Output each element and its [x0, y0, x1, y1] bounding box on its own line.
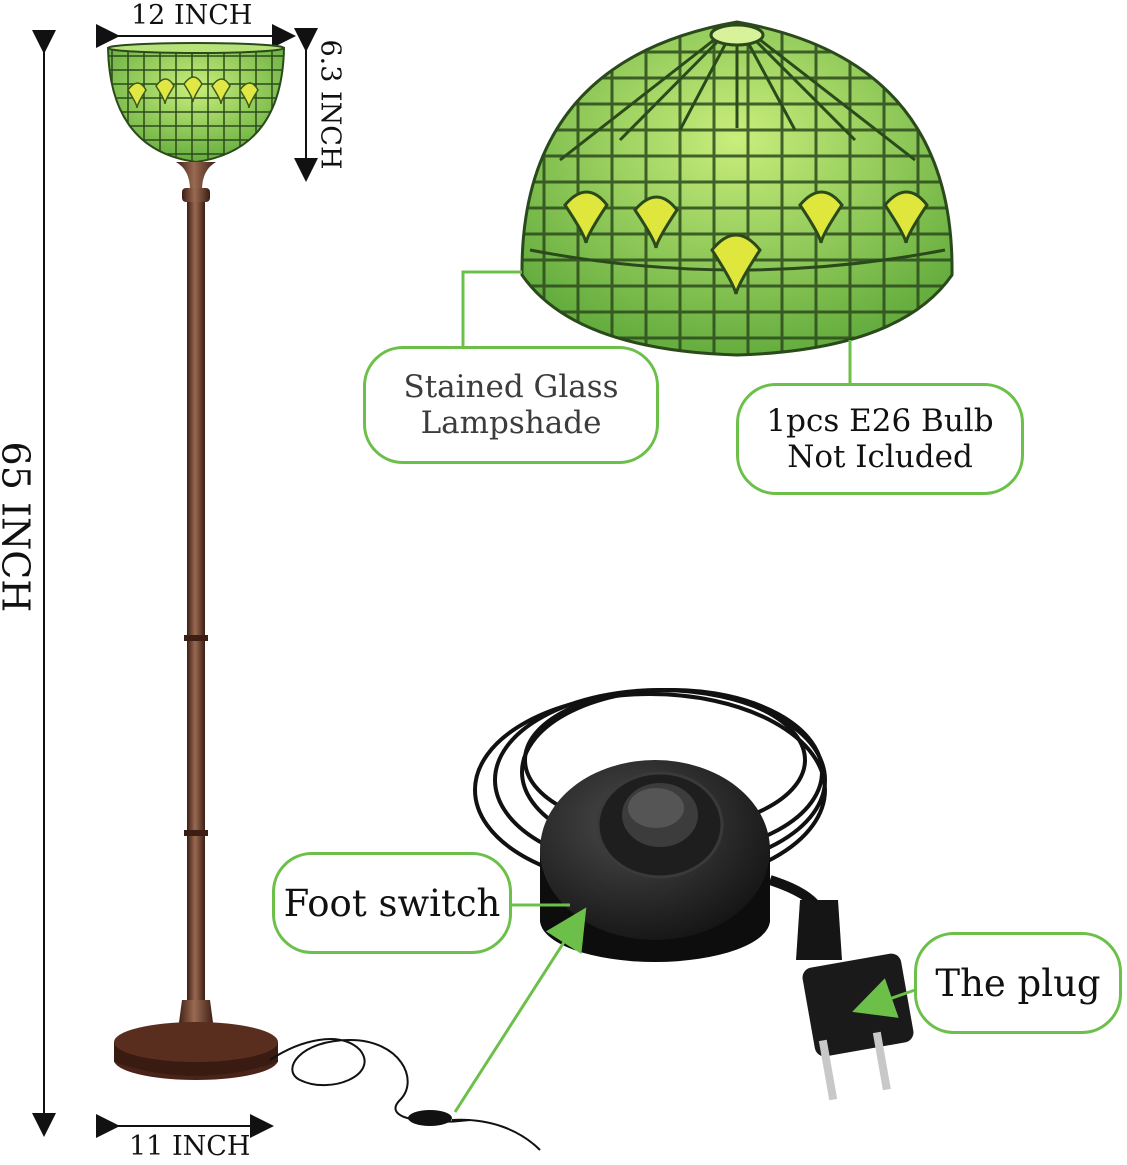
bulb-callout-line1: 1pcs E26 Bulb — [766, 403, 994, 439]
lampshade-connector — [461, 270, 522, 346]
lampshade-callout-line1: Stained Glass — [403, 369, 619, 405]
large-shade — [520, 20, 954, 357]
lampshade-callout-line2: Lampshade — [420, 405, 602, 441]
plug-callout: The plug — [914, 932, 1122, 1034]
small-shade — [106, 42, 286, 164]
base-width-label: 11 INCH — [129, 1131, 251, 1162]
lamp-stand — [114, 162, 278, 1080]
foot-switch-callout-text: Foot switch — [283, 881, 501, 925]
shade-width-label: 12 INCH — [131, 0, 253, 31]
power-cord-small — [269, 1038, 471, 1123]
foot-switch-photo — [540, 760, 770, 962]
total-height-label: 65 INCH — [0, 441, 38, 613]
plug-arrow — [852, 978, 916, 1018]
foot-switch-callout: Foot switch — [272, 852, 512, 954]
lampshade-callout: Stained Glass Lampshade — [363, 346, 659, 464]
foot-switch-arrow — [453, 907, 587, 1113]
bulb-callout-line2: Not Icluded — [787, 439, 973, 475]
bulb-callout: 1pcs E26 Bulb Not Icluded — [736, 383, 1024, 495]
plug-callout-text: The plug — [935, 961, 1101, 1005]
small-foot-switch — [408, 1110, 452, 1126]
shade-height-label: 6.3 INCH — [314, 39, 346, 170]
power-plug — [796, 900, 914, 1101]
